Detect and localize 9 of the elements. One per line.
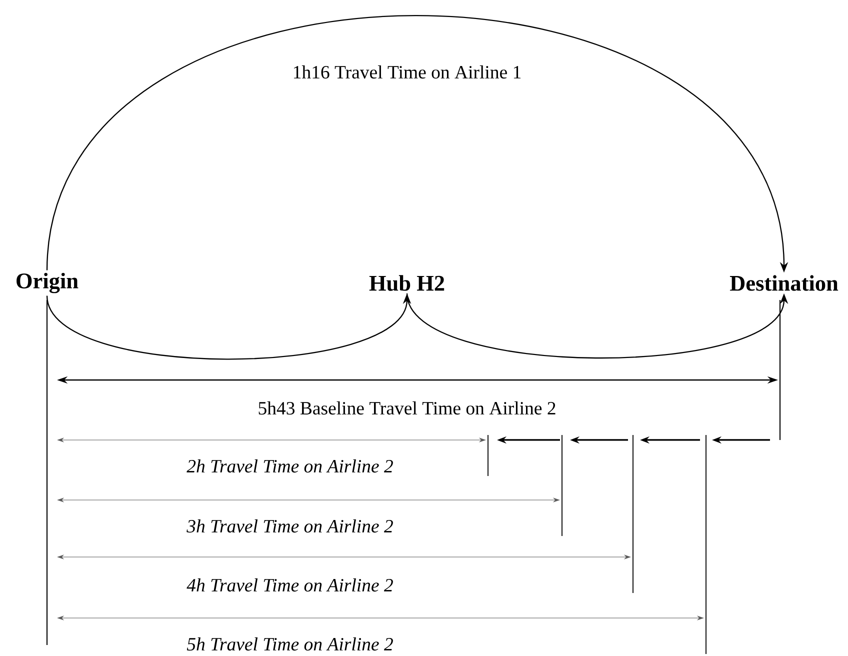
edge-label: 1h16 Travel Time on Airline 1 [291,64,523,80]
dimension-label: 5h Travel Time on Airline 2 [186,637,393,651]
dimension-label: 5h43 Baseline Travel Time on Airline 2 [258,401,556,415]
dimension-label: 2h Travel Time on Airline 2 [186,459,393,473]
dimension-label: 4h Travel Time on Airline 2 [186,578,393,592]
dimension-label: 3h Travel Time on Airline 2 [186,519,393,533]
place-label: Hub H2 [369,275,444,291]
place-label: Origin [16,272,78,294]
place-label: Destination [730,275,838,291]
